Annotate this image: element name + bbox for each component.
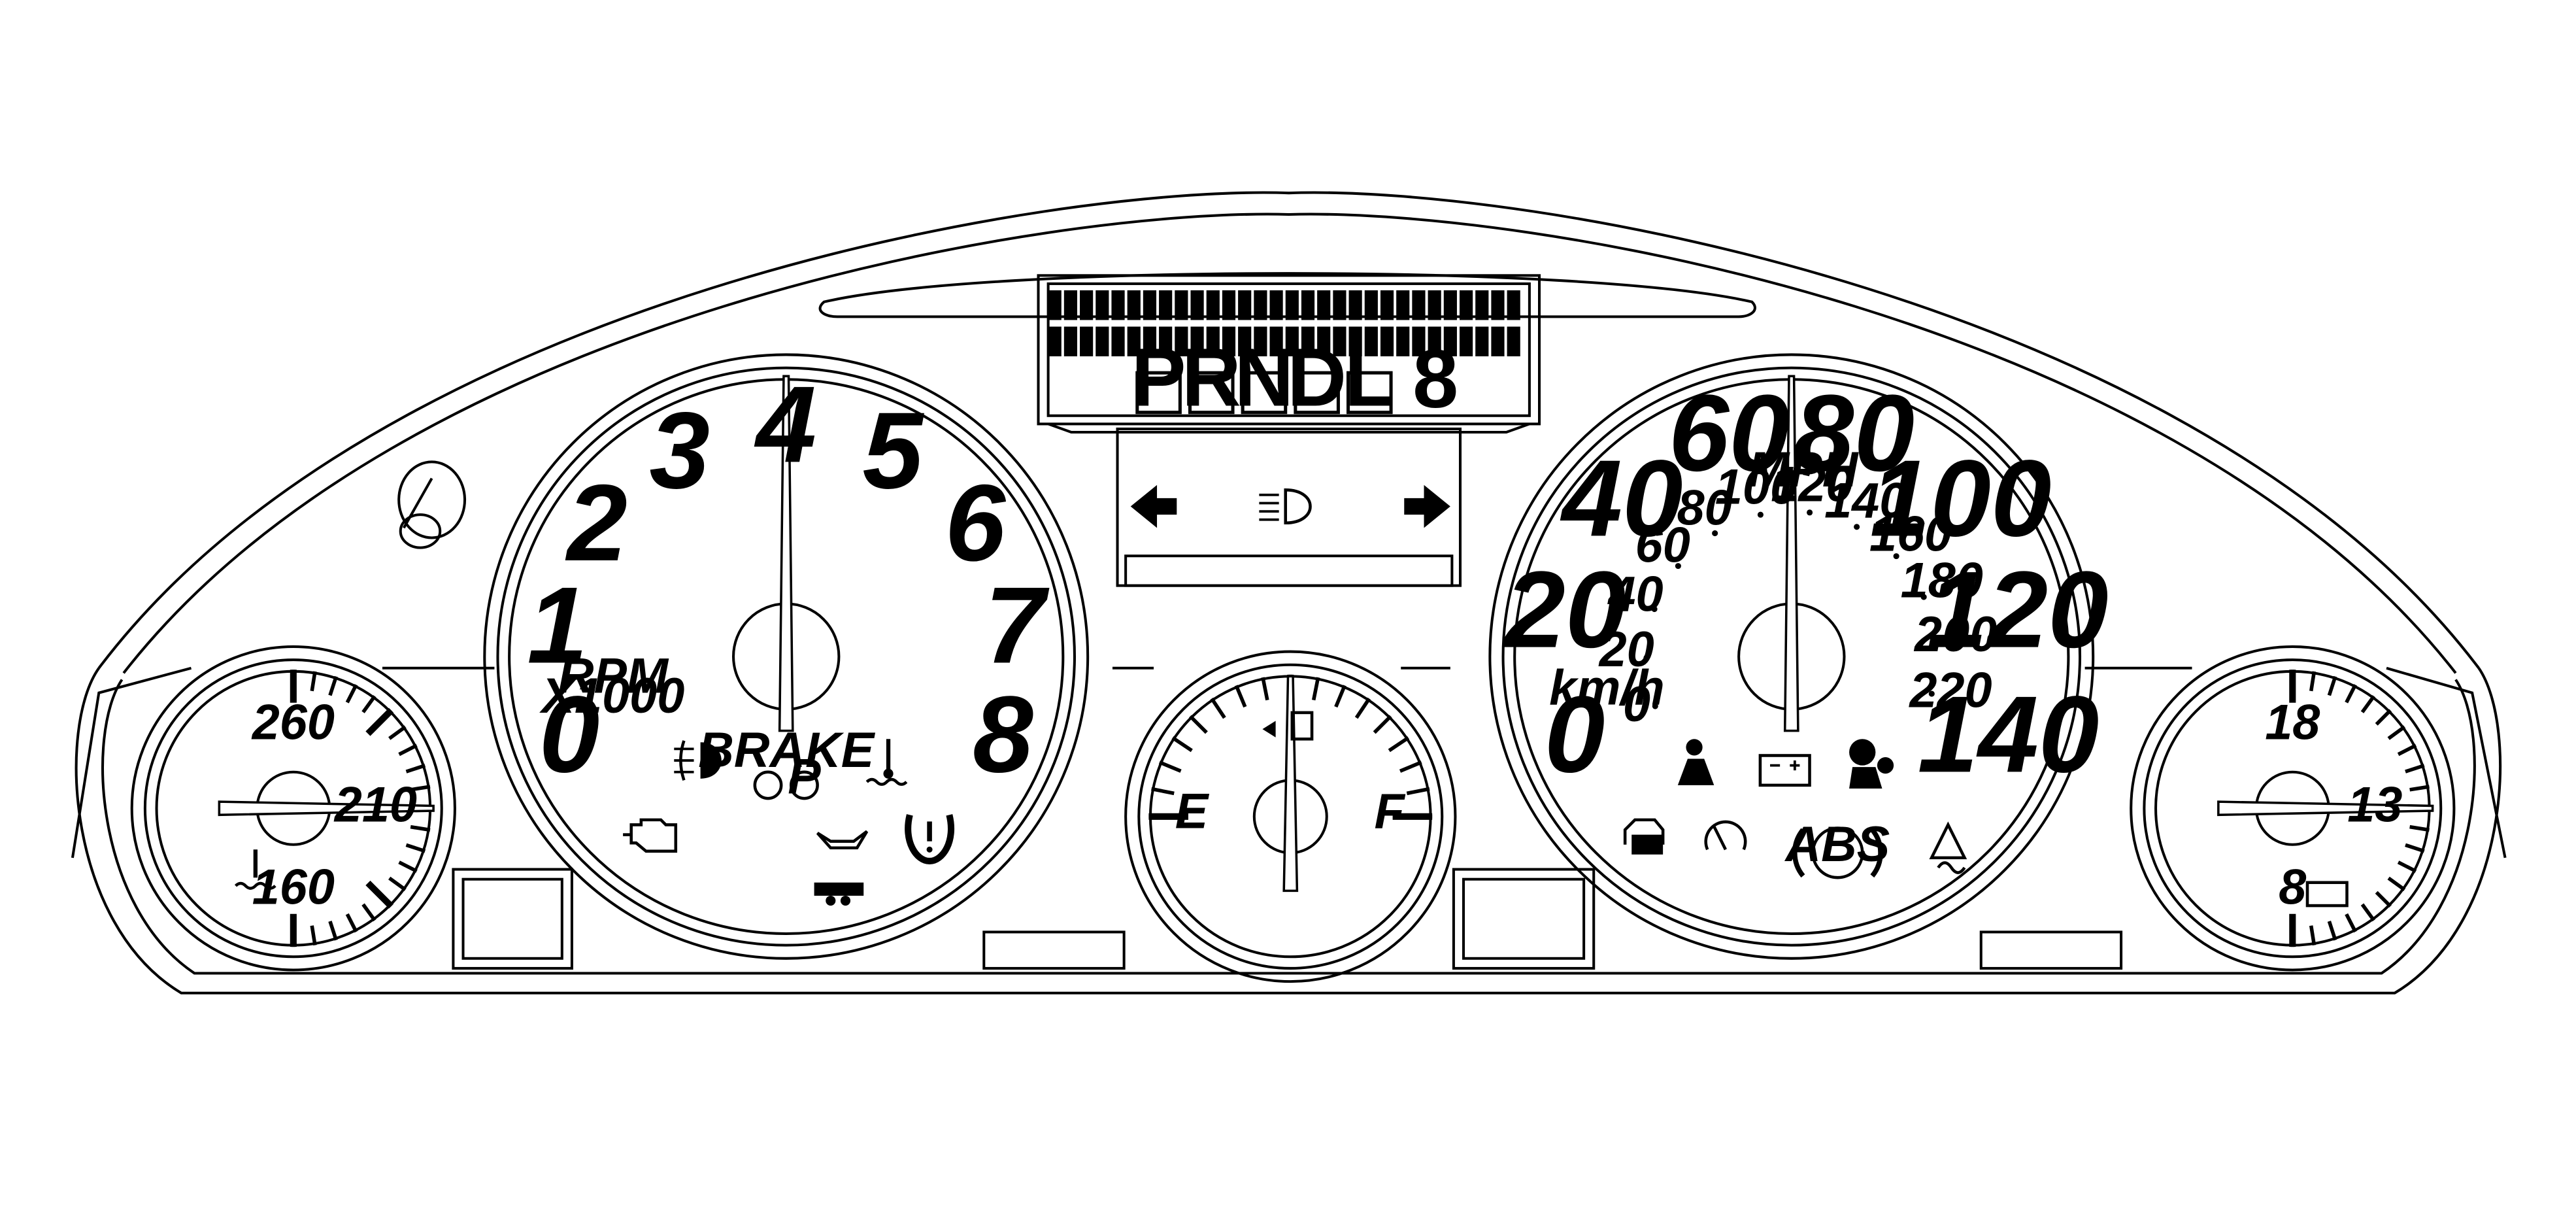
- dot-matrix-display: [1048, 290, 1520, 356]
- kmh-label: 80: [1677, 481, 1732, 536]
- gear-box: [1347, 371, 1393, 415]
- mph-label: 140: [1918, 673, 2099, 795]
- airbag-icon: [1849, 739, 1894, 789]
- kmh-dot: [1854, 524, 1860, 530]
- tach-label: 1: [527, 564, 588, 686]
- kmh-dot: [1643, 654, 1650, 661]
- turn-right-arrow-icon: [1404, 484, 1450, 528]
- kmh-label: 220: [1908, 663, 1992, 718]
- fuel-empty-label: E: [1175, 784, 1210, 839]
- kmh-label: 120: [1771, 457, 1853, 512]
- oil-pressure-icon: [816, 830, 869, 850]
- coolant-label: 260: [251, 695, 335, 750]
- kmh-dot: [1933, 641, 1939, 648]
- mph-label: 60: [1669, 373, 1790, 494]
- kmh-dot: [1893, 553, 1899, 560]
- kmh-label: 60: [1635, 518, 1690, 573]
- tach-label: 8: [973, 673, 1033, 795]
- mph-label: 100: [1870, 437, 2052, 559]
- tach-label: 0: [539, 673, 600, 795]
- rpm-unit-label: RPM: [558, 649, 669, 704]
- gear-box: [1135, 371, 1182, 415]
- trailer-icon: [814, 882, 864, 906]
- tire-pressure-icon: [905, 814, 955, 865]
- kmh-label: 40: [1607, 567, 1663, 622]
- check-engine-icon: [623, 818, 678, 853]
- kmh-label: 20: [1598, 622, 1654, 677]
- kmh-dot: [1920, 594, 1927, 600]
- voltage-label: 18: [2265, 695, 2320, 750]
- security-icon: [1623, 818, 1665, 855]
- tachometer-face: [483, 353, 1090, 960]
- gear-letter: P: [1131, 332, 1186, 424]
- speed-needle: [1737, 375, 1846, 732]
- kmh-label: 180: [1901, 553, 1983, 608]
- kmh-dot: [1757, 511, 1764, 518]
- mph-label: 120: [1927, 549, 2109, 671]
- kmh-dot: [1651, 606, 1658, 613]
- kmh-label: 200: [1913, 607, 1997, 662]
- gear-letter: R: [1182, 332, 1241, 424]
- cruise-icon: [1704, 820, 1747, 851]
- kmh-dot: [1652, 703, 1658, 709]
- fuel-full-label: F: [1374, 784, 1405, 839]
- kmh-label: 140: [1824, 473, 1907, 528]
- mph-unit-label: MPH: [1748, 443, 1858, 498]
- voltage-ticks: [2290, 670, 2432, 947]
- gear-box: [1188, 371, 1235, 415]
- voltage-label: 8: [2279, 860, 2306, 915]
- fog-lamp-icon: [674, 740, 722, 781]
- gear-letter: L: [1345, 332, 1395, 424]
- brake-warning-icon: P: [753, 750, 821, 805]
- abs-label: ABS: [1784, 817, 1890, 872]
- battery-icon: [2305, 881, 2349, 908]
- gear-box: [1241, 371, 1288, 415]
- gear-box: [1294, 371, 1340, 415]
- fuel-needle: [1252, 675, 1328, 892]
- tach-label: 7: [984, 564, 1050, 686]
- coolant-label: 160: [252, 860, 335, 915]
- speedometer-face: [1488, 353, 2095, 960]
- mph-label: 0: [1545, 673, 1605, 795]
- headlamp-icon: [1259, 488, 1312, 525]
- kmh-label: 0: [1623, 677, 1650, 732]
- kmh-label: 100: [1715, 460, 1798, 515]
- kmh-dot: [1712, 530, 1718, 537]
- tach-label: 3: [649, 390, 710, 511]
- coolant-needle: [218, 770, 435, 846]
- mph-label: 40: [1560, 437, 1682, 559]
- tach-label: 6: [945, 462, 1007, 584]
- voltage-needle: [2217, 770, 2434, 846]
- abs-warning-icon: ABS: [1784, 817, 1890, 879]
- turn-left-arrow-icon: [1130, 484, 1177, 528]
- seatbelt-icon: [1677, 739, 1715, 785]
- parking-brake-letter: P: [788, 750, 821, 805]
- tach-label: 4: [754, 364, 816, 485]
- tach-needle: [732, 375, 841, 732]
- tach-label: 2: [565, 462, 627, 584]
- fuel-pump-icon: [1262, 711, 1314, 741]
- kmh-dot: [1675, 563, 1681, 570]
- kmh-unit-label: km/h: [1549, 660, 1665, 715]
- kmh-dot: [1928, 690, 1935, 697]
- mph-label: 20: [1503, 549, 1626, 671]
- tach-label: 5: [862, 390, 924, 511]
- gear-letter: D: [1287, 332, 1347, 424]
- brake-label: BRAKE: [698, 723, 875, 778]
- coolant-temp-icon: [234, 849, 276, 890]
- voltage-label: 13: [2347, 777, 2402, 832]
- traction-icon: [1929, 821, 1967, 874]
- kmh-label: 160: [1869, 507, 1952, 562]
- coolant-temp-icon: [865, 739, 908, 786]
- battery-icon: [1758, 754, 1811, 787]
- coolant-label: 210: [333, 777, 417, 832]
- gear-letter: N: [1234, 332, 1294, 424]
- kmh-dot: [1807, 509, 1813, 516]
- rpm-multiplier-label: X1000: [539, 669, 685, 724]
- gear-digit: 8: [1413, 333, 1458, 425]
- mph-label: 80: [1794, 373, 1915, 494]
